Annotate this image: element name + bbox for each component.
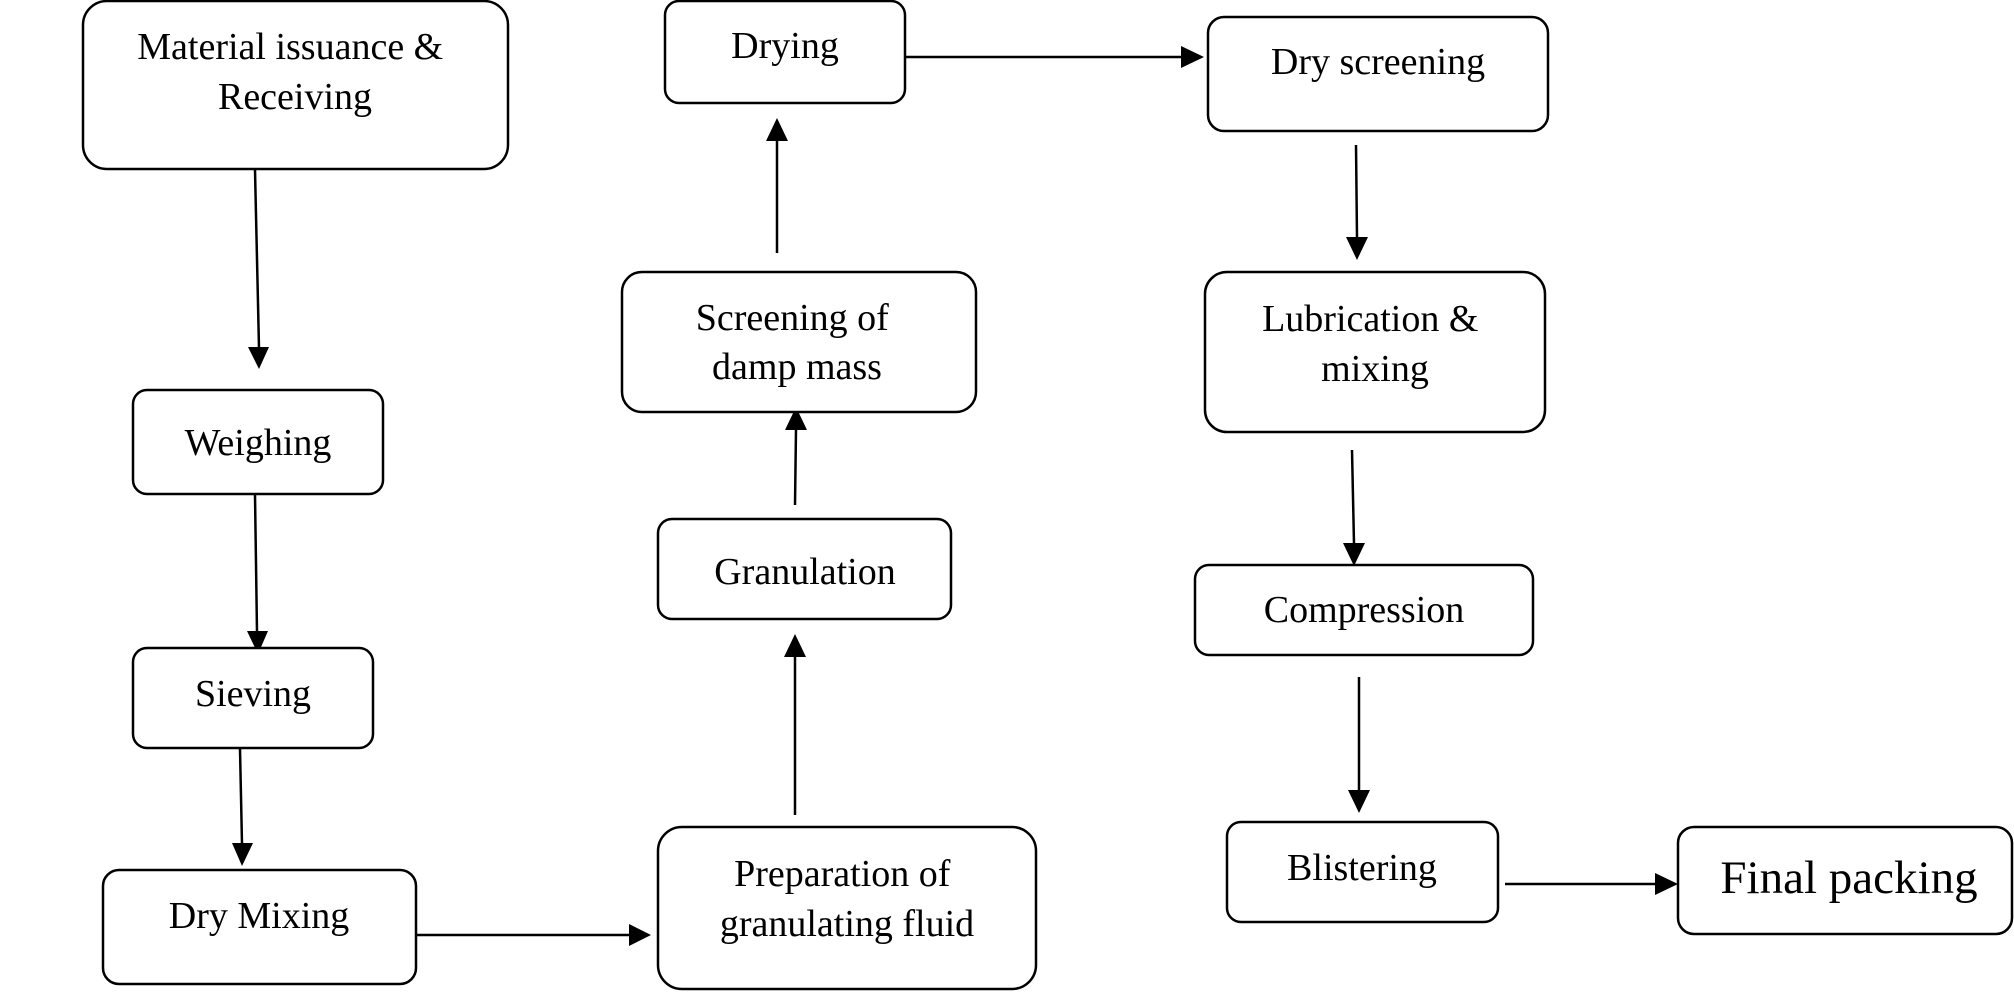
node-granulation-label: Granulation [714,551,896,593]
node-weighing-label: Weighing [185,422,332,464]
node-blistering: Blistering [1225,820,1500,924]
svg-text:Granulation: Granulation [714,551,896,593]
node-dry-mixing-label: Dry Mixing [169,895,350,937]
arrowhead-icon [766,118,788,141]
node-granulation: Granulation [656,517,953,621]
node-screening-damp: Screening of damp mass [620,270,978,414]
node-dry-screening-label: Dry screening [1271,41,1485,83]
node-compression: Compression [1193,563,1535,657]
node-drying-label: Drying [731,25,839,67]
nodes: Material issuance & Receiving Weighing S… [81,0,2014,991]
node-final-packing-label: Final packing [1720,852,1977,904]
node-dry-screening: Dry screening [1206,15,1550,133]
node-sieving-label: Sieving [195,673,311,715]
svg-text:Material issuance & Re: Material issuance & Receiving [137,26,453,118]
node-weighing: Weighing [131,388,385,496]
node-lubrication-line-1: Lubrication & [1262,298,1478,340]
node-screening-damp-line-2: damp mass [712,346,882,388]
arrowhead-icon [1181,46,1204,68]
arrowhead-icon [784,634,806,657]
edge-weighing-to-sieving [253,494,259,633]
arrowhead-icon [1655,873,1678,895]
edge-granulation-to-screening [793,428,798,506]
svg-text:Final packing: Final packing [1720,852,1977,904]
edges [232,46,1678,946]
edge-lubrication-to-compression [1350,449,1356,545]
edge-sieving-to-dry-mixing [238,748,244,845]
arrowhead-icon [248,347,269,369]
arrowhead-icon [1346,237,1368,260]
node-final-packing: Final packing [1676,825,2014,936]
arrowhead-icon [785,407,807,430]
node-lubrication: Lubrication & mixing [1203,270,1547,434]
arrowhead-icon [1343,543,1365,566]
svg-text:Dry screening: Dry screening [1271,41,1485,83]
edge-material-to-weighing [253,169,261,349]
node-sieving: Sieving [131,646,375,750]
svg-text:Screening of damp mass: Screening of damp mass [696,297,899,388]
node-granulating-fluid: Preparation of granulating fluid [656,825,1038,991]
svg-text:Compression: Compression [1264,589,1465,631]
node-dry-mixing: Dry Mixing [101,868,418,986]
svg-text:Blistering: Blistering [1287,847,1437,889]
node-lubrication-line-2: mixing [1321,348,1429,390]
node-compression-label: Compression [1264,589,1465,631]
node-granulating-fluid-line-1: Preparation of [734,853,951,895]
arrowhead-icon [232,843,253,866]
edge-dry-screening-to-lubrication [1354,144,1359,239]
svg-text:Lubrication & mixing: Lubrication & mixing [1262,298,1488,390]
node-blistering-label: Blistering [1287,847,1437,889]
svg-text:Weighing: Weighing [185,422,332,464]
node-drying: Drying [663,0,907,105]
arrowhead-icon [629,924,651,946]
arrowhead-icon [247,631,268,654]
arrowhead-icon [1348,790,1370,813]
node-material-receiving-line-2: Receiving [218,76,372,118]
node-material-receiving: Material issuance & Receiving [81,0,510,171]
node-material-receiving-line-1: Material issuance & [137,26,443,68]
node-granulating-fluid-line-2: granulating fluid [720,903,974,945]
svg-text:Drying: Drying [731,25,839,67]
svg-text:Preparation of granula: Preparation of granulating fluid [720,853,974,945]
svg-text:Dry Mixing: Dry Mixing [169,895,350,937]
svg-text:Sieving: Sieving [195,673,311,715]
node-screening-damp-line-1: Screening of [696,297,889,339]
